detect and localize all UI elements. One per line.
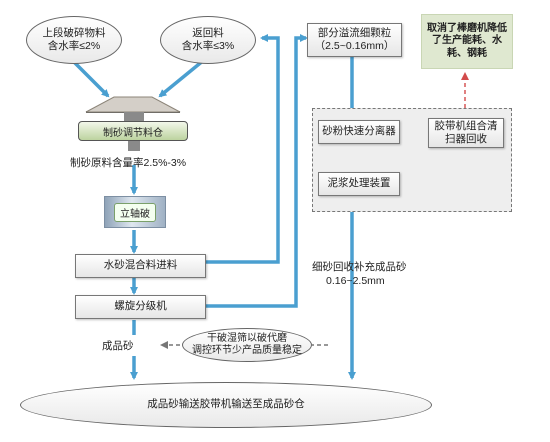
return-material-line1: 返回料: [192, 26, 224, 39]
slurry-device-label: 泥浆处理装置: [327, 177, 391, 190]
arrow-upper-to-bin: [70, 58, 110, 98]
raw-moisture-label: 制砂原料含量率2.5%-3%: [70, 157, 187, 169]
mix-feed-label: 水砂混合料进料: [103, 259, 178, 272]
bin-stem-lower: [128, 141, 140, 151]
belt-recovery-line1: 胶带机组合清: [434, 119, 498, 132]
overflow-fine-line1: 部分溢流细颗粒: [317, 26, 392, 39]
upper-crushed-line1: 上段破碎物料: [42, 26, 106, 39]
sand-adjusting-bin: 制砂调节料仓: [78, 121, 188, 141]
belt-recovery-line2: 扫器回收: [445, 133, 487, 145]
belt-cleaner-recovery: 胶带机组合清 扫器回收: [428, 118, 504, 148]
return-material: 返回料 含水率≤3%: [160, 16, 256, 64]
upper-crushed-line2: 含水率≤2%: [47, 40, 101, 52]
fine-recovery-line2: 0.16~2.5mm: [326, 275, 385, 288]
dry-screen-line2: 调控环节少产品质量稳定: [192, 345, 302, 356]
finished-sand-conveyor: 成品砂输送胶带机输送至成品砂仓: [20, 382, 432, 428]
vertical-crusher-label: 立轴破: [114, 202, 156, 222]
rod-mill-removed-note: 取消了棒磨机降低 了生产能耗、水 耗、钢耗: [421, 14, 513, 69]
sand-adjusting-bin-label: 制砂调节料仓: [103, 127, 163, 139]
rod-mill-note-line3: 耗、钢耗: [447, 47, 487, 59]
overflow-fine-particles: 部分溢流细颗粒 （2.5~0.16mm）: [307, 23, 402, 57]
sand-powder-fast-separator: 砂粉快速分离器: [318, 120, 400, 144]
dry-screen-line1: 干破湿筛以破代磨: [207, 332, 287, 344]
sand-water-mix-feed: 水砂混合料进料: [75, 254, 206, 278]
final-conveyor-label: 成品砂输送胶带机输送至成品砂仓: [147, 398, 305, 411]
arrow-return-to-bin: [158, 58, 206, 98]
arrow-feed-return-loop: [206, 34, 280, 264]
spiral-classifier: 螺旋分级机: [75, 295, 206, 319]
arrow-classifier-overflow: [206, 34, 308, 308]
dry-crush-wet-screen-note: 干破湿筛以破代磨 调控环节少产品质量稳定: [182, 328, 312, 362]
bin-hopper: [85, 96, 181, 113]
slurry-treatment-device: 泥浆处理装置: [318, 172, 400, 196]
return-material-line2: 含水率≤3%: [181, 40, 235, 52]
spiral-classifier-label: 螺旋分级机: [114, 300, 167, 313]
fine-recovery-line1: 细砂回收补充成品砂: [312, 261, 407, 273]
fine-sand-recovery-label: 细砂回收补充成品砂 0.16~2.5mm: [312, 260, 407, 288]
vertical-shaft-crusher: 立轴破: [104, 196, 166, 228]
upper-crushed-material: 上段破碎物料 含水率≤2%: [26, 16, 122, 64]
rod-mill-note-line2: 了生产能耗、水: [432, 35, 502, 47]
overflow-fine-line2: （2.5~0.16mm）: [314, 40, 395, 52]
rod-mill-note-line1: 取消了棒磨机降低: [427, 22, 507, 34]
fast-separator-label: 砂粉快速分离器: [322, 125, 396, 138]
finished-sand-label: 成品砂: [102, 340, 134, 352]
